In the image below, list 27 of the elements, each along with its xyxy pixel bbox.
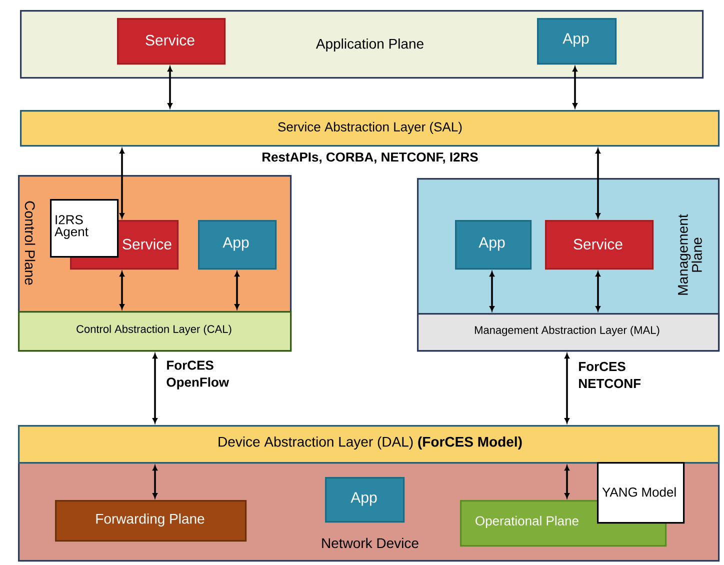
arrow	[152, 465, 158, 498]
app-box: App	[455, 220, 532, 270]
layer-bar: Management Abstraction Layer (MAL)	[417, 313, 720, 352]
service-box: Service	[117, 18, 226, 65]
arrow	[564, 353, 570, 424]
arrow	[120, 271, 124, 310]
edge-label: ForCES OpenFlow	[166, 360, 230, 390]
arrow	[572, 66, 578, 108]
edge-label: ForCES NETCONF	[579, 362, 641, 388]
layer-bar: Control Abstraction Layer (CAL)	[18, 311, 292, 352]
forwarding-plane-box: Forwarding Plane	[55, 500, 247, 542]
arrow	[152, 353, 158, 424]
app-box: App	[198, 220, 277, 270]
arrow	[490, 271, 494, 312]
arrow	[120, 148, 124, 218]
service-box: Service	[545, 220, 654, 270]
app-box: App	[537, 18, 617, 65]
app-box: App	[325, 477, 405, 523]
layer-bar: Device Abstraction Layer (DAL) (ForCES Model)	[18, 425, 720, 464]
arrow	[596, 148, 600, 218]
arrow	[168, 66, 172, 108]
arrow	[564, 465, 570, 498]
agent-box: I2RS Agent	[50, 199, 119, 258]
arrow	[234, 271, 240, 310]
arrow	[596, 271, 600, 312]
layer-bar: Service Abstraction Layer (SAL)	[20, 110, 720, 147]
model-box: YANG Model	[597, 462, 685, 524]
